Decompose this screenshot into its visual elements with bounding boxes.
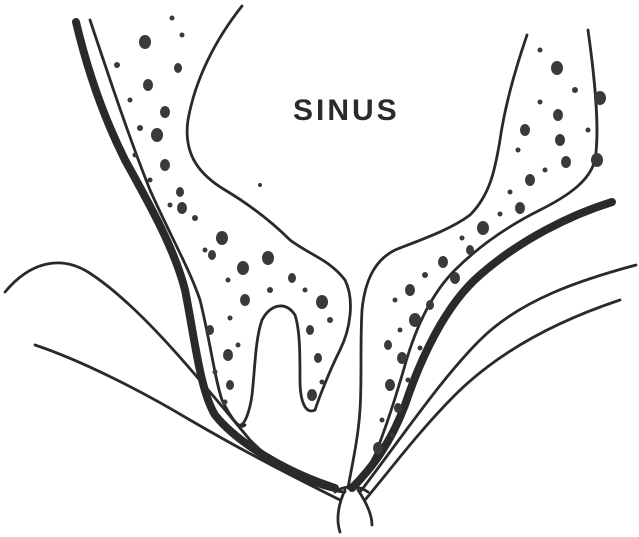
opening-stroke-left xyxy=(338,490,345,532)
outer-contour-left xyxy=(5,263,345,492)
sinus-label: SINUS xyxy=(293,94,400,127)
outer-contour-left-inner xyxy=(35,345,340,500)
lining-left-outer xyxy=(90,20,245,426)
